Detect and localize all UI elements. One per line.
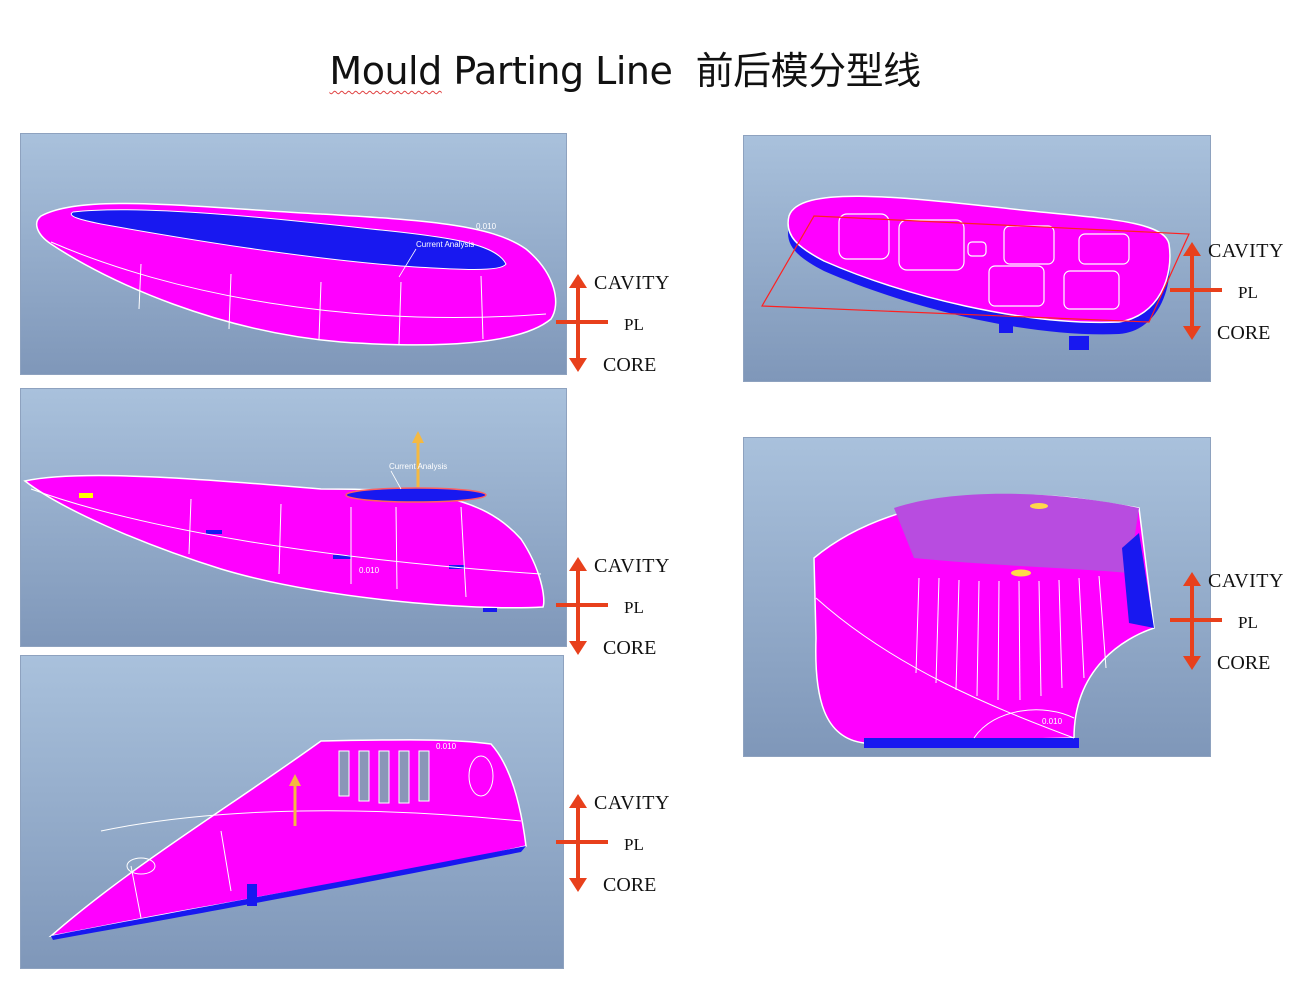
- keypad-keys: [838, 213, 1130, 310]
- housing-top-face: [894, 493, 1139, 573]
- housing-fins: [815, 575, 1107, 739]
- pl-label: PL: [1238, 283, 1258, 302]
- render-panel-shell: Current Analysis 0.010: [20, 388, 567, 647]
- grille-boss: [247, 884, 257, 906]
- shell-parting-lines: [30, 488, 542, 598]
- core-label: CORE: [603, 874, 657, 896]
- ring-core-surface: [70, 209, 507, 270]
- direction-arrow-icon: [556, 557, 608, 655]
- keypad-part-render: [760, 195, 1190, 350]
- cavity-label: CAVITY: [594, 555, 670, 577]
- cavity-core-legend: CAVITY PL CORE: [1170, 570, 1306, 680]
- panel-annotation: Current Analysis: [389, 462, 447, 471]
- ring-parting-lines: [50, 241, 547, 345]
- shell-part-render: Current Analysis 0.010: [23, 431, 545, 612]
- grille-cavity-surface: [48, 739, 527, 938]
- direction-arrow-icon: [1170, 572, 1222, 670]
- grille-slots: [338, 750, 430, 804]
- panel-tag: 0.010: [359, 566, 380, 575]
- cavity-core-legend: CAVITY PL CORE: [556, 272, 696, 382]
- direction-arrow-icon: [556, 274, 608, 372]
- pl-label: PL: [1238, 613, 1258, 632]
- core-label: CORE: [603, 637, 657, 659]
- grille-parting-lines: [100, 755, 522, 919]
- title-english-2: Parting Line: [453, 49, 673, 93]
- cavity-core-legend: CAVITY PL CORE: [556, 792, 696, 902]
- core-label: CORE: [603, 354, 657, 376]
- pl-label: PL: [624, 315, 644, 334]
- housing-hole-center: [1011, 569, 1031, 577]
- keypad-parting-plane: [760, 215, 1190, 323]
- direction-arrow-icon: [1170, 242, 1222, 340]
- core-label: CORE: [1217, 322, 1271, 344]
- housing-part-render: 0.010: [813, 493, 1155, 748]
- render-panel-keypad: [743, 135, 1211, 382]
- pl-label: PL: [624, 598, 644, 617]
- shell-core-opening: [345, 487, 487, 503]
- panel-annotation: Current Analysis: [416, 240, 474, 249]
- housing-core-side: [1122, 533, 1154, 628]
- grille-core-edge: [51, 846, 526, 940]
- keypad-bosses: [999, 321, 1089, 350]
- render-panel-housing: 0.010: [743, 437, 1211, 757]
- cavity-core-legend: CAVITY PL CORE: [556, 555, 696, 665]
- render-panel-ring: Current Analysis 0.010: [20, 133, 567, 375]
- direction-arrow-icon: [556, 794, 608, 892]
- pl-label: PL: [624, 835, 644, 854]
- core-label: CORE: [1217, 652, 1271, 674]
- cavity-label: CAVITY: [1208, 570, 1284, 592]
- shell-marker: [79, 493, 93, 498]
- cavity-label: CAVITY: [594, 272, 670, 294]
- page-title: Mould Parting Line 前后模分型线: [0, 40, 1250, 95]
- ring-part-render: Current Analysis 0.010: [35, 202, 557, 346]
- title-english-1: Mould: [329, 49, 442, 93]
- render-panel-grille: 0.010: [20, 655, 564, 969]
- housing-core-bottom: [864, 738, 1079, 748]
- cavity-label: CAVITY: [1208, 240, 1284, 262]
- title-chinese: 前后模分型线: [695, 49, 922, 93]
- panel-tag: 0.010: [436, 742, 457, 751]
- panel-tag: 0.010: [476, 222, 497, 231]
- cavity-label: CAVITY: [594, 792, 670, 814]
- shell-cavity-surface: [23, 474, 545, 609]
- panel-tag: 0.010: [1042, 717, 1063, 726]
- housing-hole-top: [1030, 503, 1048, 509]
- cavity-core-legend: CAVITY PL CORE: [1170, 240, 1306, 350]
- grille-part-render: 0.010: [48, 739, 527, 940]
